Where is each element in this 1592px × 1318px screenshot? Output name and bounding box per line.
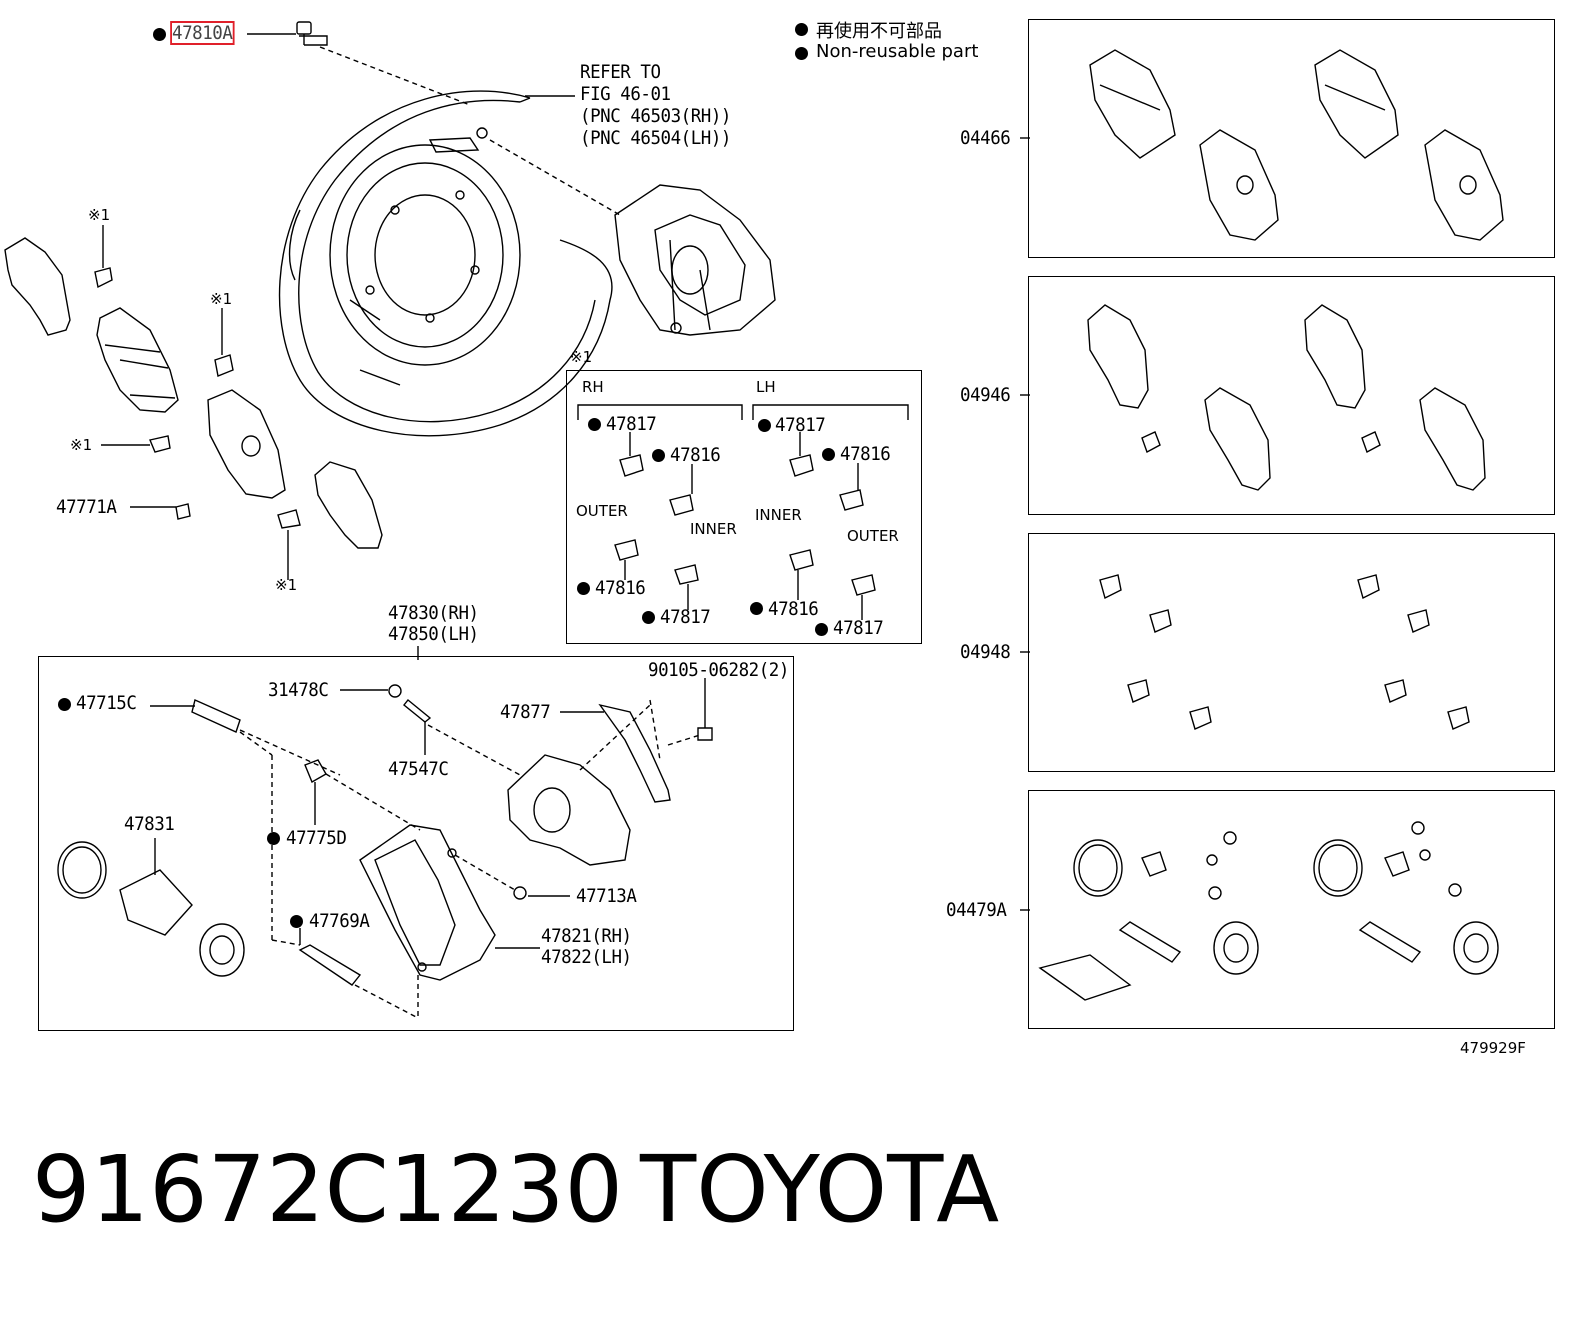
shim-outer-label: OUTER xyxy=(576,502,628,520)
bolt-47810a-drawing xyxy=(296,21,328,46)
shim-drawings xyxy=(614,454,876,596)
reference-mark-x1: ※1 xyxy=(570,348,593,366)
pad-clip-drawings xyxy=(94,267,301,529)
part-label-47769a[interactable]: 47769A xyxy=(309,910,370,932)
part-label-47816[interactable]: 47816 xyxy=(768,598,819,620)
part-label-47817[interactable]: 47817 xyxy=(660,606,711,628)
figure-id: 479929F xyxy=(1460,1039,1526,1057)
non-reusable-dot-icon xyxy=(577,582,590,595)
kit-box-04466 xyxy=(1028,19,1555,258)
non-reusable-dot-icon xyxy=(290,915,303,928)
part-label-31478c[interactable]: 31478C xyxy=(268,679,329,701)
part-label-47821[interactable]: 47821(RH) xyxy=(541,925,632,947)
part-label-47822[interactable]: 47822(LH) xyxy=(541,946,632,968)
reference-mark-x1: ※1 xyxy=(88,206,111,224)
footer-part-number: 91672C1230 xyxy=(32,1136,624,1243)
legend-jp-text: 再使用不可部品 xyxy=(816,21,942,42)
part-label-47816[interactable]: 47816 xyxy=(595,577,646,599)
legend-dot-icon xyxy=(795,47,808,60)
caliper-assembly-box xyxy=(38,656,794,1031)
refer-note-line-2: FIG 46-01 xyxy=(580,83,671,105)
kit-box-04948 xyxy=(1028,533,1555,772)
dust-cover-drawing xyxy=(278,90,613,437)
part-label-47816[interactable]: 47816 xyxy=(840,443,891,465)
non-reusable-dot-icon xyxy=(652,449,665,462)
shim-box-rh-label: RH xyxy=(582,378,604,396)
non-reusable-dot-icon xyxy=(642,611,655,624)
part-label-47830[interactable]: 47830(RH) xyxy=(388,602,479,624)
footer-brand: TOYOTA xyxy=(640,1136,1000,1243)
brake-pad-drawings xyxy=(4,237,383,549)
non-reusable-dot-icon xyxy=(153,28,166,41)
shim-inner-label: INNER xyxy=(755,506,802,524)
non-reusable-dot-icon xyxy=(588,418,601,431)
caliper-kit-drawing xyxy=(57,678,713,1019)
part-label-90105-06282[interactable]: 90105-06282(2) xyxy=(648,659,789,681)
kit-box-04479a xyxy=(1028,790,1555,1029)
non-reusable-dot-icon xyxy=(758,419,771,432)
shim-box-lh-label: LH xyxy=(756,378,776,396)
kit-box-04946 xyxy=(1028,276,1555,515)
shim-kit-box xyxy=(566,370,922,644)
kit-label-04466[interactable]: 04466 xyxy=(960,127,1011,149)
part-label-47817[interactable]: 47817 xyxy=(833,617,884,639)
non-reusable-dot-icon xyxy=(750,602,763,615)
refer-note-line-3: (PNC 46503(RH)) xyxy=(580,105,731,127)
caliper-upper-drawing xyxy=(614,184,776,336)
shim-outer-label: OUTER xyxy=(847,527,899,545)
refer-note-line-4: (PNC 46504(LH)) xyxy=(580,127,731,149)
part-label-47817[interactable]: 47817 xyxy=(775,414,826,436)
legend-dot-icon xyxy=(795,23,808,36)
reference-mark-x1: ※1 xyxy=(210,290,233,308)
part-label-47547c[interactable]: 47547C xyxy=(388,758,449,780)
non-reusable-dot-icon xyxy=(267,832,280,845)
part-label-47775d[interactable]: 47775D xyxy=(286,827,347,849)
part-label-47831[interactable]: 47831 xyxy=(124,813,175,835)
kit-04948-drawing xyxy=(1099,574,1470,730)
kit-label-04948[interactable]: 04948 xyxy=(960,641,1011,663)
kit-04466-drawing xyxy=(1089,49,1504,241)
part-label-47810a[interactable]: 47810A xyxy=(170,21,235,45)
non-reusable-dot-icon xyxy=(58,698,71,711)
shim-inner-label: INNER xyxy=(690,520,737,538)
non-reusable-dot-icon xyxy=(815,623,828,636)
part-label-47877[interactable]: 47877 xyxy=(500,701,551,723)
kit-04946-drawing xyxy=(1087,304,1486,491)
reference-mark-x1: ※1 xyxy=(275,576,298,594)
non-reusable-dot-icon xyxy=(822,448,835,461)
part-label-47850[interactable]: 47850(LH) xyxy=(388,623,479,645)
refer-note-line-1: REFER TO xyxy=(580,61,661,83)
reference-mark-x1: ※1 xyxy=(70,436,93,454)
legend-en-text: Non-reusable part xyxy=(816,41,979,62)
part-label-47715c[interactable]: 47715C xyxy=(76,692,137,714)
kit-04479a-drawing xyxy=(1038,821,1499,1001)
kit-label-04479a[interactable]: 04479A xyxy=(946,899,1007,921)
part-label-47816[interactable]: 47816 xyxy=(670,444,721,466)
part-label-47713a[interactable]: 47713A xyxy=(576,885,637,907)
part-label-47817[interactable]: 47817 xyxy=(606,413,657,435)
part-label-47771a[interactable]: 47771A xyxy=(56,496,117,518)
kit-label-04946[interactable]: 04946 xyxy=(960,384,1011,406)
